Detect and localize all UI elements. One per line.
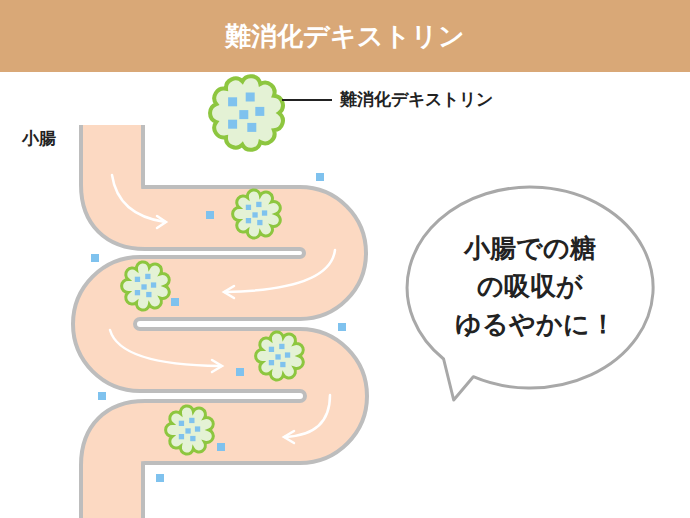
- sugar-square: [135, 277, 140, 282]
- intestine-lumen: [104, 125, 336, 518]
- sugar-square: [228, 97, 237, 106]
- sugar-square: [179, 421, 184, 426]
- sugar-square: [279, 344, 284, 349]
- sugar-square: [189, 418, 194, 423]
- sugar-square: [135, 290, 140, 295]
- sugar-square: [246, 93, 255, 102]
- sugar-square: [145, 274, 150, 279]
- sugar-square: [269, 360, 274, 365]
- sugar-square: [246, 205, 251, 210]
- sugar-square: [285, 352, 290, 357]
- sugar-square: [275, 354, 280, 359]
- sugar-square: [185, 428, 190, 433]
- sugar-square: [255, 107, 264, 116]
- sugar-square: [151, 282, 156, 287]
- title-text: 難消化デキストリン: [0, 0, 690, 72]
- dextrin-particle: [166, 406, 214, 454]
- sugar-square: [269, 347, 274, 352]
- sugar-square: [262, 210, 267, 215]
- dextrin-particle: [210, 76, 283, 150]
- speech-bubble: 小腸での糖 の吸収が ゆるやかに！: [405, 185, 655, 390]
- sugar-square: [257, 220, 262, 225]
- sugar-square: [280, 362, 285, 367]
- callout-label: 難消化デキストリン: [340, 88, 493, 111]
- sugar-dots: [91, 173, 346, 482]
- sugar-square: [252, 212, 257, 217]
- sugar-square: [246, 218, 251, 223]
- sugar-square: [146, 292, 151, 297]
- sugar-square: [195, 426, 200, 431]
- leader-line: [282, 99, 332, 101]
- sugar-square: [141, 284, 146, 289]
- sugar-square: [247, 123, 256, 132]
- bubble-text: 小腸での糖 の吸収が ゆるやかに！: [455, 230, 605, 343]
- sugar-square: [256, 202, 261, 207]
- bubble-shape: [407, 187, 653, 400]
- sugar-square: [228, 120, 237, 129]
- sugar-square: [190, 436, 195, 441]
- sugar-square: [239, 110, 248, 119]
- flow-arrows: [110, 175, 335, 443]
- sugar-square: [179, 434, 184, 439]
- dextrin-particle: [122, 262, 170, 310]
- organ-label: 小腸: [22, 127, 56, 150]
- dextrin-particle: [233, 190, 281, 238]
- dextrin-particle: [256, 332, 304, 380]
- intestine-wall: [104, 125, 336, 518]
- dextrin-particles: [122, 76, 304, 454]
